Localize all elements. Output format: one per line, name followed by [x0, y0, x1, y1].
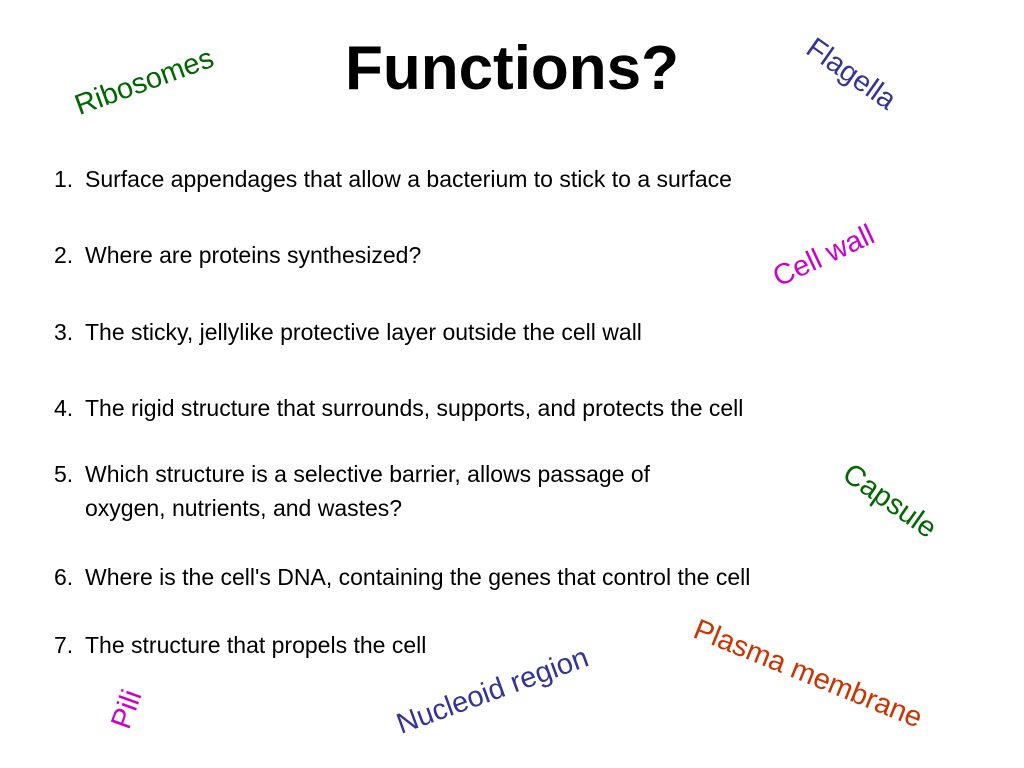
- question-text: Which structure is a selective barrier, …: [85, 461, 651, 487]
- question-number: 3.: [54, 319, 74, 345]
- term-plasma-membrane: Plasma membrane: [689, 613, 927, 735]
- question-text-continuation: oxygen, nutrients, and wastes?: [85, 495, 403, 521]
- question-6: 6. Where is the cell's DNA, containing th…: [54, 560, 750, 594]
- term-pili: Pili: [105, 685, 149, 733]
- question-number: 2.: [54, 242, 74, 268]
- question-2: 2. Where are proteins synthesized?: [54, 238, 421, 272]
- question-text: The structure that propels the cell: [85, 632, 427, 658]
- question-text: The sticky, jellylike protective layer o…: [85, 319, 642, 345]
- question-text: Where are proteins synthesized?: [85, 242, 422, 268]
- question-number: 5.: [54, 461, 74, 487]
- question-5: 5. Which structure is a selective barrier…: [54, 457, 650, 525]
- question-7: 7. The structure that propels the cell: [54, 628, 426, 662]
- question-number: 1.: [54, 166, 74, 192]
- question-3: 3. The sticky, jellylike protective layer…: [54, 315, 642, 349]
- question-number: 6.: [54, 564, 74, 590]
- question-1: 1. Surface appendages that allow a bacter…: [54, 162, 732, 196]
- term-cell-wall: Cell wall: [768, 218, 880, 294]
- question-number: 7.: [54, 632, 74, 658]
- question-4: 4. The rigid structure that surrounds, su…: [54, 391, 743, 425]
- question-text: Where is the cell's DNA, containing the …: [85, 564, 751, 590]
- question-number: 4.: [54, 395, 74, 421]
- term-capsule: Capsule: [836, 457, 943, 545]
- question-text: Surface appendages that allow a bacteriu…: [85, 166, 732, 192]
- question-text: The rigid structure that surrounds, supp…: [85, 395, 744, 421]
- slide-title: Functions?: [344, 34, 680, 103]
